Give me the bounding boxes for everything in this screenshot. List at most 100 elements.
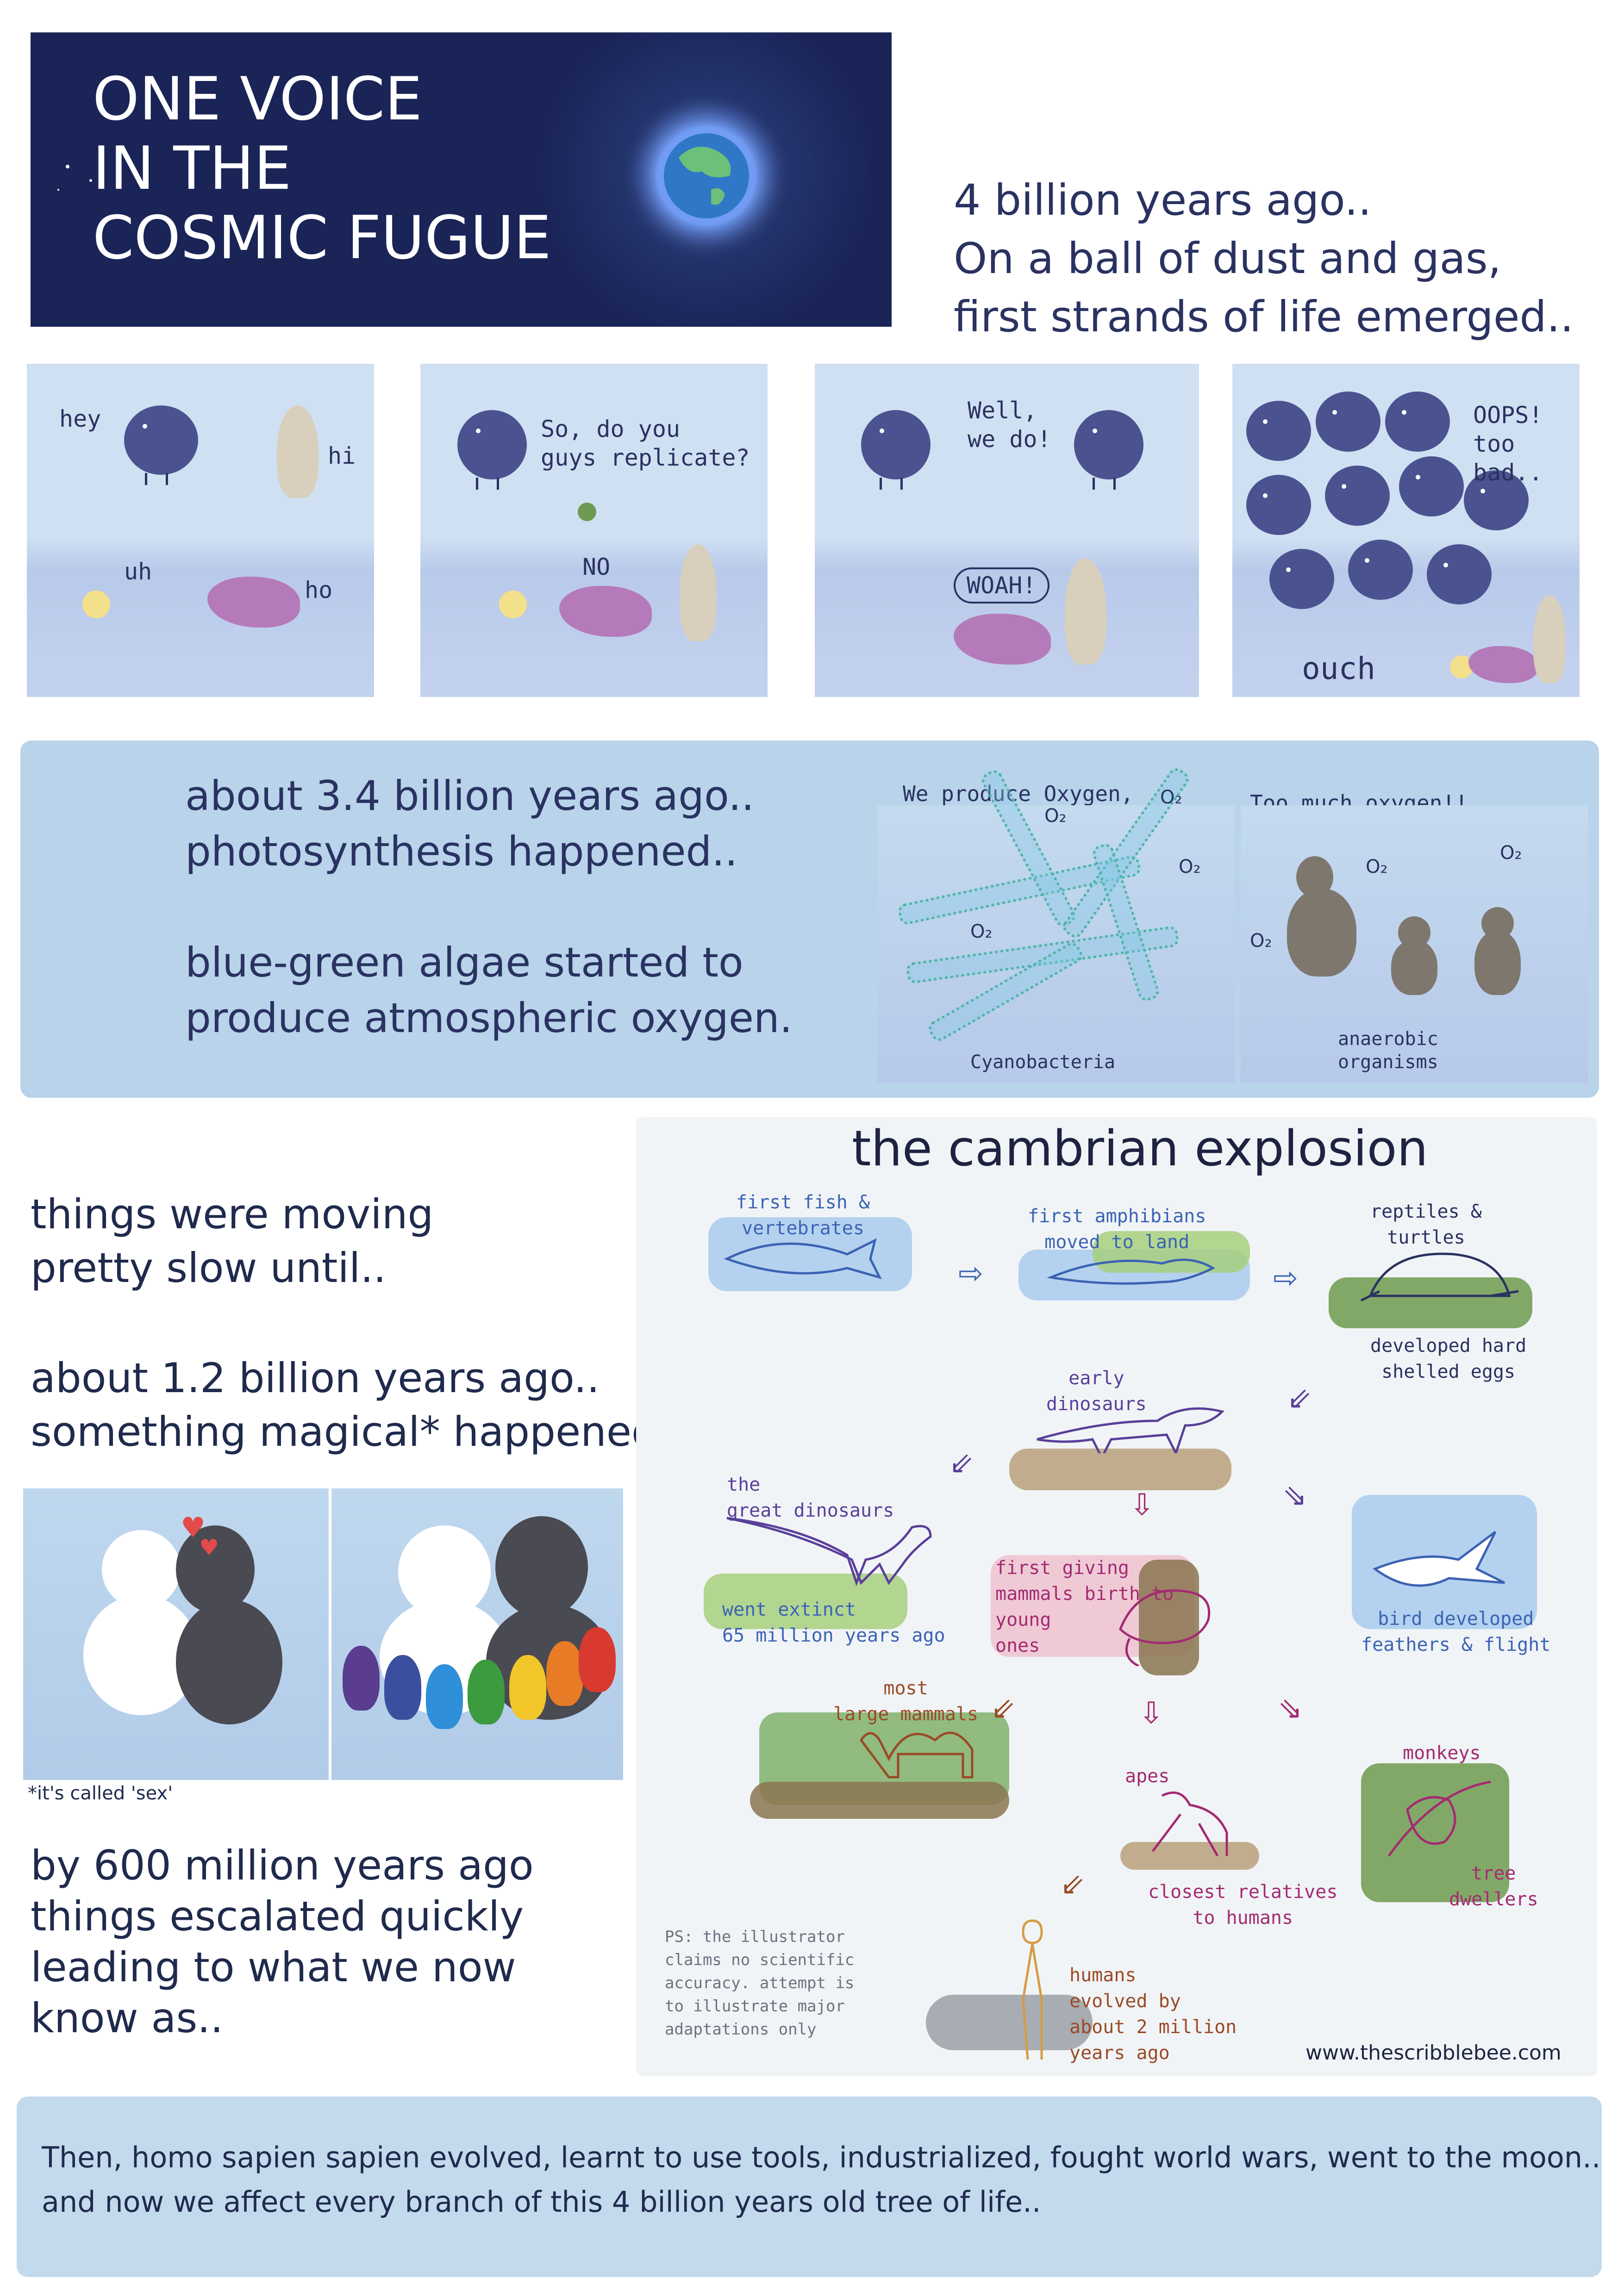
pink-blob: [559, 586, 652, 637]
arrow-down-right-icon: ⇘: [1278, 1692, 1303, 1726]
o2-label: O₂: [1250, 930, 1272, 952]
blue-blob: [457, 410, 527, 479]
magic-text: about 1.2 billion years ago.. something …: [31, 1354, 683, 1456]
speech-hey: hey: [59, 405, 101, 432]
yellow-cell: [499, 591, 527, 618]
arrow-right-icon: ⇨: [958, 1257, 983, 1291]
arrow-down-left-icon: ⇙: [1060, 1867, 1085, 1902]
footer-text: Then, homo sapien sapien evolved, learnt…: [42, 2140, 1601, 2219]
label-eggs: developed hard shelled eggs: [1370, 1335, 1527, 1382]
ground-patch: [1009, 1449, 1231, 1490]
rock-patch: [926, 1995, 1093, 2050]
footer-band: [17, 2097, 1602, 2277]
label-closest-relatives: closest relatives to humans: [1148, 1881, 1338, 1929]
bird-icon: [1372, 1531, 1505, 1587]
label-humans: humans evolved by about 2 million years …: [1069, 1965, 1237, 2064]
speech-hi: hi: [328, 442, 356, 469]
label-tree-dwellers: tree dwellers: [1449, 1863, 1538, 1910]
blue-blob: [124, 405, 198, 475]
label-reptiles: reptiles & turtles: [1370, 1201, 1482, 1248]
grass-patch: [1093, 1231, 1250, 1273]
speech-oops: OOPS! too bad..: [1473, 402, 1543, 486]
tall-creature: [1533, 595, 1566, 683]
comic-panel-2: So, do you guys replicate? NO: [420, 364, 768, 697]
child-blue: [426, 1664, 463, 1729]
slow-text: things were moving pretty slow until..: [31, 1190, 434, 1292]
label-apes: apes: [1125, 1766, 1170, 1787]
ps-note: PS: the illustrator claims no scientific…: [665, 1928, 855, 2039]
label-fish: first fish & vertebrates: [736, 1192, 870, 1239]
anaerobic-panel: O₂ O₂ O₂ anaerobic organisms: [1241, 805, 1588, 1083]
child-purple: [343, 1646, 380, 1711]
tree-trunk: [1139, 1560, 1199, 1675]
o2-label: O₂: [970, 921, 993, 942]
label-amphibians: first amphibians moved to land: [1028, 1206, 1206, 1253]
speech-ho: ho: [305, 577, 333, 604]
ground-patch: [750, 1782, 1009, 1819]
child-orange: [546, 1641, 583, 1706]
pink-blob: [1468, 646, 1538, 683]
label-monkeys: monkeys: [1403, 1742, 1481, 1764]
earth-icon: [618, 88, 794, 264]
cyanobacteria-panel: O₂ O₂ O₂ O₂ Cyanobacteria: [878, 765, 1234, 1083]
o2-label: O₂: [1160, 787, 1182, 808]
child-indigo: [384, 1655, 421, 1720]
camel-icon: [859, 1731, 974, 1779]
pink-blob: [954, 614, 1051, 665]
amphibian-icon: [1047, 1258, 1216, 1285]
comic-panel-3: Well, we do! WOAH!: [815, 364, 1199, 697]
label-first-mammals: first giving mammals birth to young ones: [995, 1557, 1174, 1656]
footnote: *it's called 'sex': [28, 1783, 173, 1804]
speech-woah: WOAH!: [954, 567, 1049, 604]
grass-patch: [704, 1574, 907, 1629]
monkey-icon: [1387, 1780, 1491, 1857]
arrow-down-left-icon: ⇙: [949, 1446, 974, 1481]
ape-icon: [1152, 1791, 1228, 1857]
label-birds: bird developed feathers & flight: [1361, 1608, 1551, 1655]
stars-icon: [57, 165, 92, 191]
yellow-cell: [82, 591, 110, 618]
blue-blob: [1074, 410, 1143, 479]
heart-icon: ♥: [181, 1512, 206, 1544]
speech-no: NO: [582, 554, 611, 580]
speech-ouch: ouch: [1302, 651, 1375, 686]
label-extinct: went extinct 65 million years ago: [722, 1599, 945, 1646]
arrow-right-icon: ⇨: [1273, 1261, 1298, 1295]
pink-blob: [207, 577, 300, 628]
o2-label: O₂: [1044, 805, 1067, 827]
label-great-dinosaurs: the great dinosaurs: [727, 1474, 894, 1521]
escalated-text: by 600 million years ago things escalate…: [31, 1842, 534, 2042]
arrow-down-left-icon: ⇙: [1287, 1381, 1312, 1416]
tall-creature: [277, 405, 319, 498]
fish-icon: [724, 1238, 882, 1279]
arrow-down-left-icon: ⇙: [991, 1692, 1016, 1726]
o2-label: O₂: [1500, 842, 1522, 864]
tall-creature: [680, 544, 717, 641]
mammal-icon: [1119, 1589, 1211, 1666]
child-red: [579, 1627, 616, 1692]
great-dinosaur-icon: [726, 1517, 932, 1587]
label-early-dinosaurs: early dinosaurs: [1046, 1368, 1147, 1415]
speech-uh: uh: [124, 558, 152, 585]
green-cell: [578, 503, 596, 521]
heart-icon: ♥: [199, 1535, 219, 1561]
arrow-down-icon: ⇩: [1130, 1488, 1155, 1522]
child-yellow: [509, 1655, 546, 1720]
website-link[interactable]: www.thescribblebee.com: [1305, 2041, 1562, 2065]
photosynthesis-text: about 3.4 billion years ago.. photosynth…: [185, 772, 793, 1042]
child-green: [468, 1660, 505, 1724]
cambrian-title: the cambrian explosion: [852, 1120, 1428, 1177]
blue-blob: [861, 410, 931, 479]
dinosaur-icon: [1037, 1407, 1224, 1453]
ground-patch: [1120, 1842, 1259, 1870]
water-patch: [708, 1217, 912, 1291]
label-large-mammals: most large mammals: [833, 1678, 979, 1725]
tall-creature: [1065, 558, 1106, 665]
magical-panels: ♥ ♥: [23, 1488, 623, 1780]
human-icon: [1022, 1919, 1043, 2060]
page-title: ONE VOICE IN THE COSMIC FUGUE: [93, 65, 551, 273]
o2-label: O₂: [1179, 856, 1201, 877]
arrow-down-right-icon: ⇘: [1282, 1479, 1307, 1513]
panel-divider: [329, 1488, 331, 1780]
title-banner: [31, 32, 892, 327]
